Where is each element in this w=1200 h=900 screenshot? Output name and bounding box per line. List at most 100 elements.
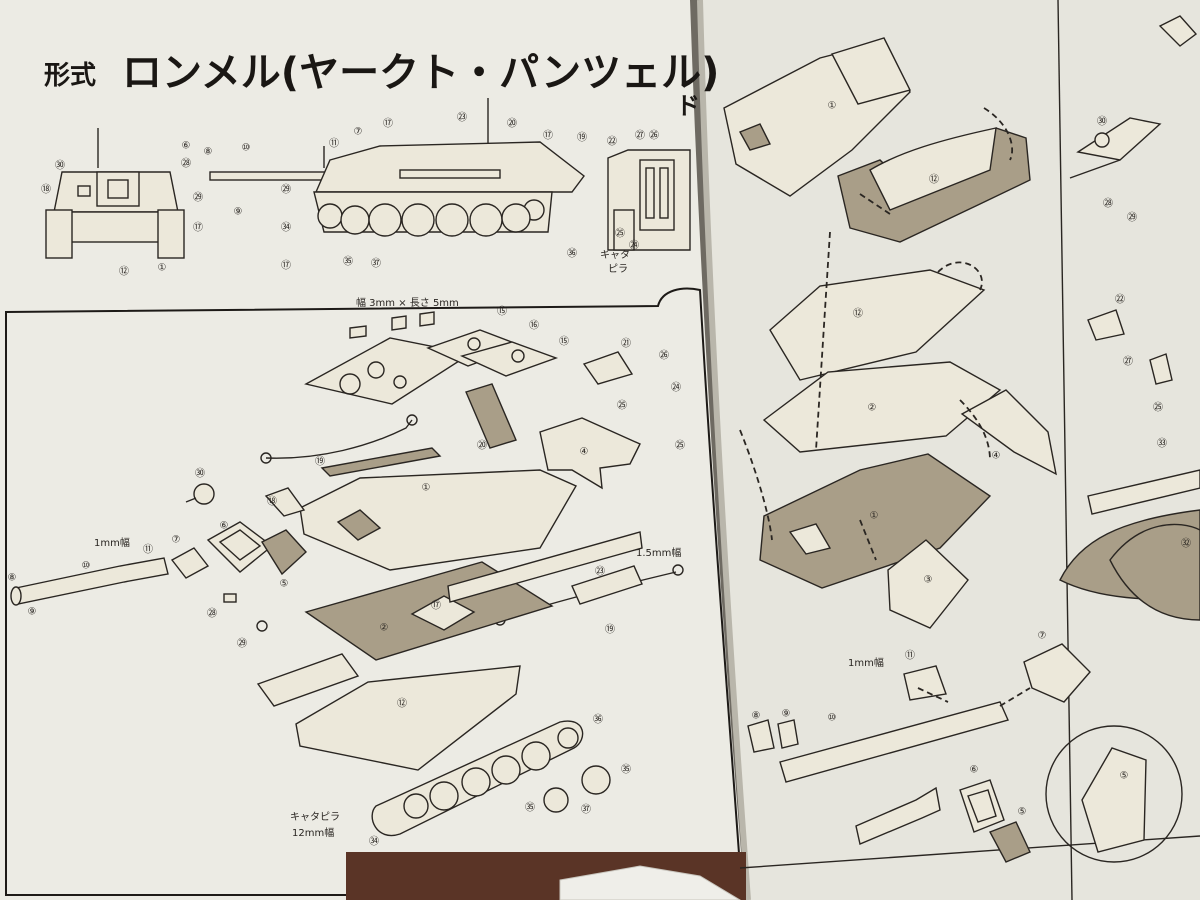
part-number-label: ⑤ (1018, 807, 1027, 818)
right-column-edge (1059, 15, 1200, 621)
tissue-paper (559, 865, 741, 900)
rear-view-diagram (607, 149, 691, 251)
part-number-label: ㉜ (1181, 538, 1191, 550)
side-view-diagram (209, 98, 585, 237)
part-number-label: ㉗ (1123, 356, 1133, 368)
part-number-label: ㉙ (237, 638, 247, 650)
part-number-label: ⑰ (431, 600, 441, 612)
part-number-label: ㉟ (621, 764, 631, 776)
rod-width-note: 1.5mm幅 (636, 546, 681, 559)
barrel-width-note-right: 1mm幅 (848, 656, 884, 669)
part-number-label: ⑨ (28, 607, 37, 618)
title-prefix: 形式 (44, 61, 96, 91)
part-number-label: ㉓ (595, 566, 605, 578)
part-number-label: ㉕ (617, 400, 627, 412)
part-number-label: ㊱ (593, 714, 603, 726)
part-number-label: ㉙ (1127, 212, 1137, 224)
strip-size-note: 幅 3mm × 長さ 5mm (356, 296, 459, 309)
part-number-label: ㉕ (675, 440, 685, 452)
part-number-label: ⑨ (782, 709, 791, 720)
part-number-label: ⑪ (329, 138, 339, 150)
front-view-labels: ㉚ ⑱ ⑥ ㉘ ㉙ ⑰ ⑫ ① (41, 141, 203, 278)
part-number-label: ⑤ (280, 579, 289, 590)
part-number-label: ⑯ (529, 320, 539, 332)
part-number-label: ⑫ (397, 698, 407, 710)
part-number-label: ㉚ (1097, 116, 1107, 128)
side-view-labels: ⑧ ⑩ ⑨ ⑪ ⑦ ⑰ ㉓ ⑳ ⑰ ⑲ ㉙ ㉞ ⑰ ㉟ ㊲ ㊱ (204, 112, 587, 272)
part-number-label: ㉟ (525, 802, 535, 814)
part-number-label: ⑰ (383, 118, 393, 130)
exploded-view-right-labels: ① ⑫ ⑫ ② ④ ① ③ 1mm幅 ⑪ ⑦ ⑧ ⑨ ⑩ ⑥ ⑤ ⑤ ㉚ ㉘ ㉙… (752, 101, 1191, 818)
part-number-label: ① (422, 483, 431, 494)
part-number-label: ㉙ (193, 192, 203, 204)
part-number-label: ㉖ (649, 130, 659, 142)
part-number-label: ① (828, 101, 837, 112)
part-number-label: ① (870, 511, 879, 522)
exploded-view-frame (5, 287, 744, 896)
exploded-view-left (10, 311, 684, 837)
part-number-label: ㉑ (621, 338, 631, 350)
part-number-label: ② (380, 623, 389, 634)
part-number-label: ㉘ (181, 158, 191, 170)
part-number-label: ⑤ (1120, 771, 1129, 782)
part-number-label: ⑮ (497, 306, 507, 318)
part-number-label: ㉖ (659, 350, 669, 362)
part-number-label: ⑦ (1038, 631, 1047, 642)
part-number-label: ⑩ (82, 561, 91, 572)
title-block: 形式 ロンメル(ヤークト・パンツェル) ド (44, 50, 719, 120)
part-number-label: ⑥ (220, 521, 229, 532)
part-number-label: ⑪ (905, 650, 915, 662)
part-number-label: ⑥ (182, 141, 191, 152)
caterpillar-label-top: キャタ (600, 249, 630, 261)
part-number-label: ㉕ (1153, 402, 1163, 414)
part-number-label: ㉓ (457, 112, 467, 124)
title-cut-text: ド (676, 92, 700, 120)
part-number-label: ㊲ (371, 258, 381, 270)
part-number-label: ⑫ (119, 266, 129, 278)
barrel-assembly-right (747, 643, 1183, 863)
part-number-label: ⑦ (172, 535, 181, 546)
part-number-label: ⑫ (929, 174, 939, 186)
track-width-note: 12mm幅 (292, 826, 334, 839)
part-number-label: ⑦ (354, 127, 363, 138)
part-number-label: ⑮ (559, 336, 569, 348)
part-number-label: ㉞ (369, 836, 379, 848)
part-number-label: ㉕ (615, 228, 625, 240)
exploded-view-left-labels: 幅 3mm × 長さ 5mm ⑮ ⑯ ⑮ ㉑ ㉖ ㉔ ㉕ ㉕ ⑳ ④ ⑲ ㉚ ⑱… (8, 296, 685, 848)
part-number-label: ① (158, 263, 167, 274)
part-number-label: ㉘ (1103, 198, 1113, 210)
part-number-label: ⑥ (970, 765, 979, 776)
part-number-label: ⑲ (315, 456, 325, 468)
part-number-label: ⑳ (507, 118, 517, 130)
column-divider (1057, 0, 1073, 900)
part-number-label: ⑱ (41, 184, 51, 196)
barrel-width-note: 1mm幅 (94, 536, 130, 549)
part-number-label: ⑫ (853, 308, 863, 320)
part-number-label: ㉔ (671, 382, 681, 394)
part-number-label: ㉒ (607, 136, 617, 148)
part-number-label: ㉚ (55, 160, 65, 172)
front-view-diagram (45, 128, 185, 259)
part-number-label: ㉗ (635, 130, 645, 142)
part-number-label: ⑩ (828, 713, 837, 724)
part-number-label: ⑱ (267, 496, 277, 508)
part-number-label: ㉘ (207, 608, 217, 620)
left-page (0, 0, 745, 900)
part-number-label: ⑧ (752, 711, 761, 722)
part-number-label: ⑰ (193, 222, 203, 234)
track-label: キャタピラ (290, 811, 340, 823)
part-number-label: ④ (580, 447, 589, 458)
part-number-label: ㊱ (567, 248, 577, 260)
part-number-label: ㉟ (343, 256, 353, 268)
caterpillar-label-bottom: ピラ (608, 263, 628, 275)
exploded-view-right (723, 37, 1057, 629)
part-number-label: ㉙ (281, 184, 291, 196)
page-title: ロンメル(ヤークト・パンツェル) (122, 50, 719, 96)
part-number-label: ⑲ (577, 132, 587, 144)
part-number-label: ⑰ (543, 130, 553, 142)
part-number-label: ⑪ (143, 544, 153, 556)
part-number-label: ⑳ (477, 440, 487, 452)
part-number-label: ③ (924, 575, 933, 586)
part-number-label: ② (868, 403, 877, 414)
part-number-label: ⑩ (242, 143, 251, 154)
